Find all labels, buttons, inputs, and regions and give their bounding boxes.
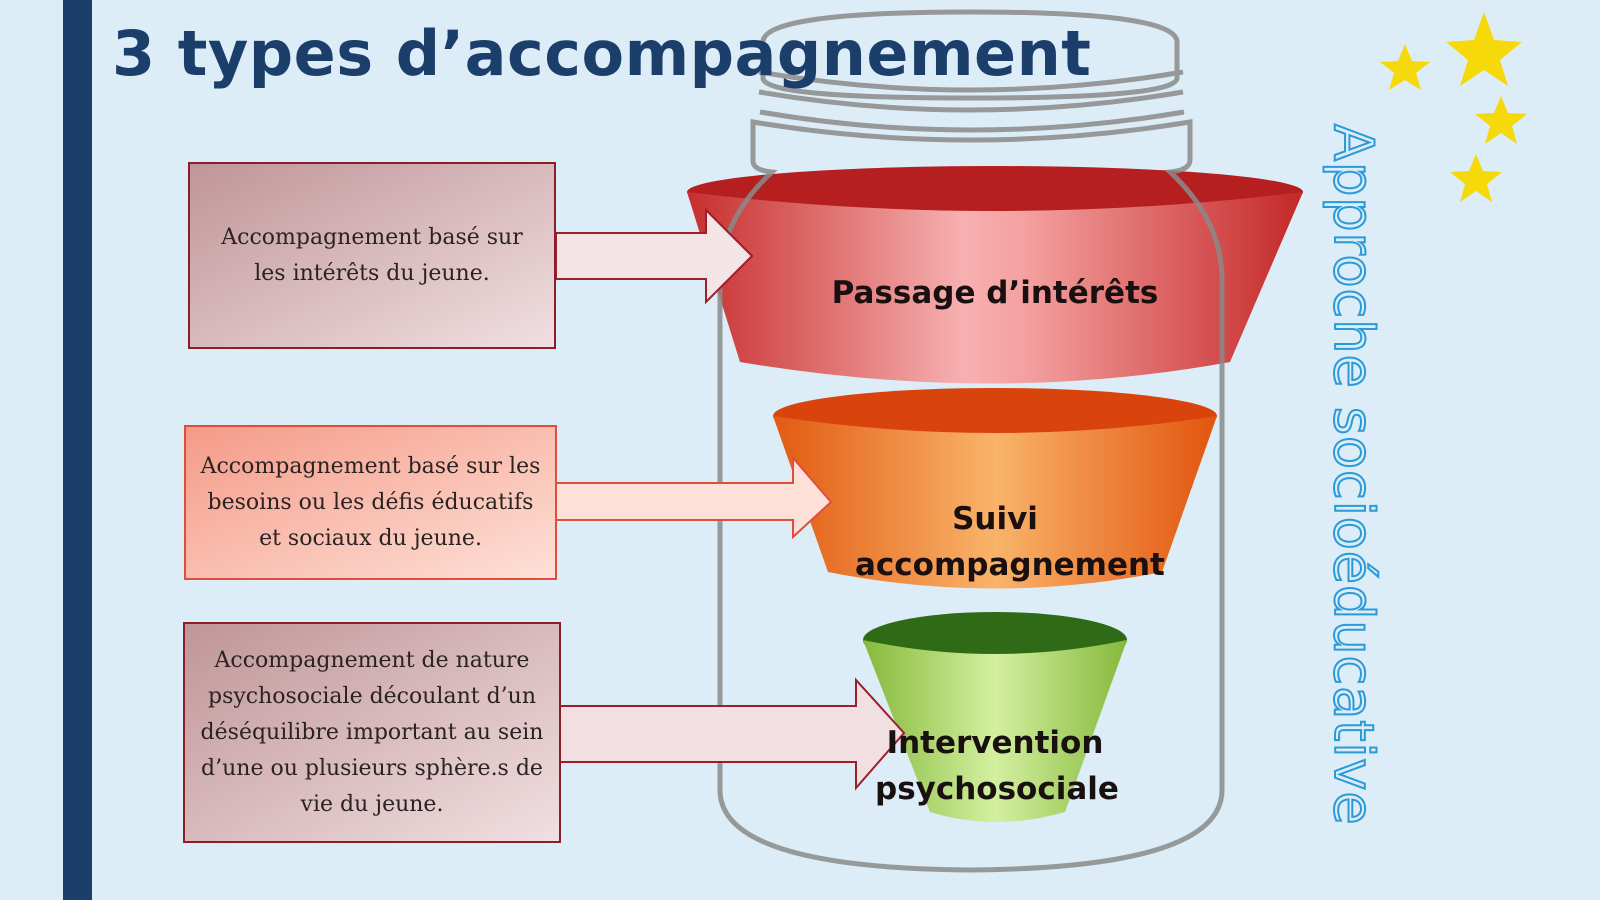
description-1: Accompagnement basé sur les intérêts du … bbox=[221, 224, 523, 286]
arrow-2 bbox=[555, 455, 833, 540]
star-icon bbox=[1450, 154, 1502, 202]
level-label-2: Suivi accompagnement bbox=[855, 501, 1165, 583]
star-icon bbox=[1475, 96, 1527, 144]
description-box-1 bbox=[188, 162, 556, 349]
arrow-3 bbox=[559, 677, 906, 791]
level-label-1: Passage d’intérêts bbox=[831, 275, 1159, 311]
level-label-3: Intervention psychosociale bbox=[875, 725, 1119, 807]
funnel-level-3 bbox=[863, 612, 1127, 822]
star-icon bbox=[1446, 12, 1522, 86]
description-3: Accompagnement de nature psychosociale d… bbox=[200, 647, 544, 817]
stars-decoration bbox=[1380, 12, 1527, 202]
description-box-2 bbox=[184, 425, 557, 580]
star-icon bbox=[1380, 44, 1430, 90]
funnel-level-1 bbox=[687, 166, 1303, 384]
vertical-label: Approche socioéducative bbox=[1321, 123, 1386, 827]
page-title: 3 types d’accompagnement bbox=[112, 17, 1092, 90]
description-box-3 bbox=[183, 622, 561, 843]
funnel-level-2 bbox=[773, 388, 1217, 589]
description-2: Accompagnement basé sur les besoins ou l… bbox=[200, 453, 541, 551]
arrow-1 bbox=[555, 207, 754, 305]
accent-bar bbox=[63, 0, 92, 900]
